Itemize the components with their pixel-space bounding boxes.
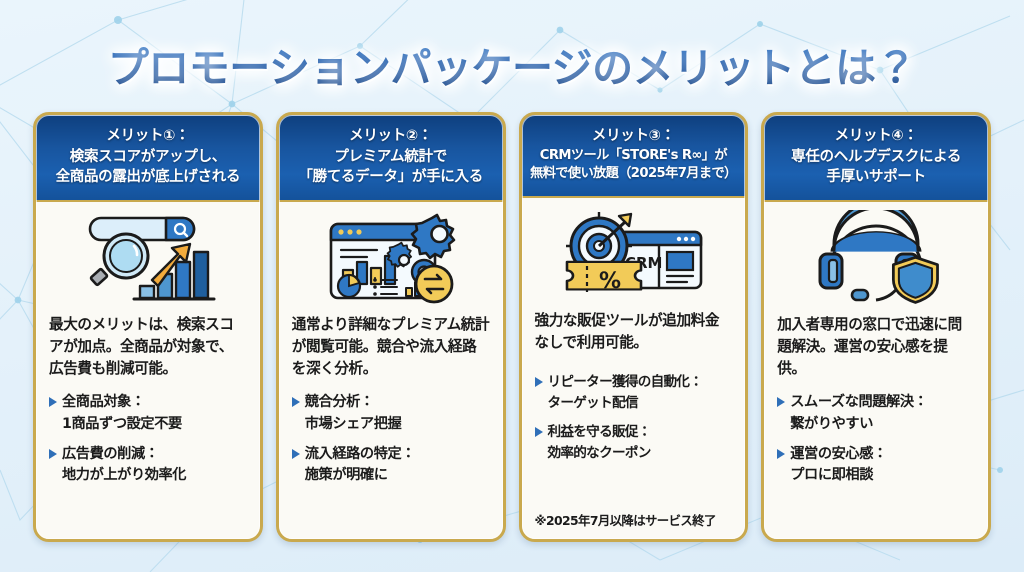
triangle-bullet-icon [534,427,543,438]
list-item: 全商品対象： 1商品ずつ設定不要 [49,392,247,435]
merit-card-1-bullets: 全商品対象： 1商品ずつ設定不要 広告費の削減： 地力が上がり効率化 [49,392,247,495]
merit-card-4-header: メリット④： 専任のヘルプデスクによる 手厚いサポート [764,115,988,202]
bullet-title: 流入経路の特定： [304,445,416,462]
headset-shield-support-icon [764,202,988,310]
svg-text:%: % [599,269,621,294]
list-item: 利益を守る販促： 効率的なクーポン [534,422,733,463]
bullet-detail: プロに即相談 [790,467,873,484]
bullet-detail: 繋がりやすい [790,415,873,432]
merit-card-grid: メリット①： 検索スコアがアップし、 全商品の露出が底上げされる [33,112,991,542]
bullet-content: 運営の安心感： プロに即相談 [790,444,887,487]
merit-card-1-header: メリット①： 検索スコアがアップし、 全商品の露出が底上げされる [36,115,260,202]
list-item: スムーズな問題解決： 繋がりやすい [777,392,975,435]
slide-title-wrapper: プロモーションパッケージのメリットとは？ [0,18,1024,120]
bullet-detail: 効率的なクーポン [547,444,652,461]
bullet-content: 利益を守る販促： 効率的なクーポン [547,422,652,463]
merit-card-3-header-line1: メリット③： [591,128,675,144]
bullet-content: 全商品対象： 1商品ずつ設定不要 [62,392,182,435]
merit-card-3-header-line3: 無料で使い放題（2025年7月まで） [530,166,737,182]
merit-card-1[interactable]: メリット①： 検索スコアがアップし、 全商品の露出が底上げされる [33,112,263,542]
merit-card-4[interactable]: メリット④： 専任のヘルプデスクによる 手厚いサポート [761,112,991,542]
merit-card-3-bullets: リピーター獲得の自動化： ターゲット配信 利益を守る販促： 効率的なクーポン [534,372,733,472]
merit-card-3[interactable]: メリット③： CRMツール「STORE's R∞」が 無料で使い放題（2025年… [518,112,749,542]
merit-card-4-header-line2: 専任のヘルプデスクによる [791,148,962,165]
page-title: プロモーションパッケージのメリットとは？ [107,44,917,93]
merit-card-2[interactable]: メリット②： プレミアム統計で 「勝てるデータ」が手に入る [275,112,506,542]
triangle-bullet-icon [777,397,786,408]
triangle-bullet-icon [49,397,57,408]
merit-card-1-header-line1: メリット①： [106,128,190,144]
list-item: 流入経路の特定： 施策が明確に [291,444,490,487]
merit-card-4-lead: 加入者専用の窓口で迅速に問題解決。運営の安心感を提供。 [777,315,962,378]
triangle-bullet-icon [777,448,786,459]
bullet-title: 広告費の削減： [62,445,159,462]
merit-card-2-bullets: 競合分析： 市場シェア把握 流入経路の特定： 施策が明確に [291,392,490,495]
bullet-detail: 地力が上がり効率化 [62,467,187,484]
list-item: 競合分析： 市場シェア把握 [291,392,490,435]
merit-card-3-header-line2: CRMツール「STORE's R∞」が [539,147,728,163]
merit-card-3-header: メリット③： CRMツール「STORE's R∞」が 無料で使い放題（2025年… [521,115,746,199]
search-ranking-icon [36,202,260,310]
merit-card-1-body: 最大のメリットは、検索スコアが加点。全商品が対象で、広告費も削減可能。 全商品対… [36,310,260,539]
merit-card-1-header-line2: 検索スコアがアップし、 [69,148,227,165]
bullet-title: スムーズな問題解決： [790,394,928,411]
merit-card-1-lead: 最大のメリットは、検索スコアが加点。全商品が対象で、広告費も削減可能。 [49,315,234,378]
merit-card-3-footnote: ※2025年7月以降はサービス終了 [534,513,717,528]
triangle-bullet-icon [291,397,300,408]
triangle-bullet-icon [534,377,543,388]
bullet-content: リピーター獲得の自動化： ターゲット配信 [548,372,703,413]
bullet-title: 運営の安心感： [790,445,887,462]
merit-card-2-header-line2: プレミアム統計で [334,148,447,165]
merit-card-2-lead: 通常より詳細なプレミアム統計が閲覧可能。競合や流入経路を深く分析。 [291,315,490,378]
bullet-title: 利益を守る販促： [547,424,652,441]
list-item: 広告費の削減： 地力が上がり効率化 [49,444,247,487]
bullet-content: 競合分析： 市場シェア把握 [305,392,402,435]
merit-card-4-body: 加入者専用の窓口で迅速に問題解決。運営の安心感を提供。 スムーズな問題解決： 繋… [764,310,988,539]
merit-card-1-header-line3: 全商品の露出が底上げされる [55,169,241,186]
analytics-dashboard-icon [279,202,503,310]
bullet-title: 全商品対象： [62,394,145,411]
bullet-detail: 施策が明確に [304,467,388,484]
bullet-detail: 1商品ずつ設定不要 [62,415,182,432]
triangle-bullet-icon [49,448,57,459]
bullet-title: リピーター獲得の自動化： [547,374,703,391]
bullet-detail: ターゲット配信 [547,394,639,411]
merit-card-4-bullets: スムーズな問題解決： 繋がりやすい 運営の安心感： プロに即相談 [777,392,975,495]
bullet-detail: 市場シェア把握 [304,415,402,432]
bullet-content: 流入経路の特定： 施策が明確に [304,444,416,487]
list-item: 運営の安心感： プロに即相談 [777,444,975,487]
bullet-content: スムーズな問題解決： 繋がりやすい [790,392,928,435]
merit-card-2-header: メリット②： プレミアム統計で 「勝てるデータ」が手に入る [278,115,503,202]
merit-card-2-header-line1: メリット②： [349,128,433,144]
merit-card-2-body: 通常より詳細なプレミアム統計が閲覧可能。競合や流入経路を深く分析。 競合分析： … [279,310,503,539]
merit-card-3-lead: 強力な販促ツールが追加料金なしで利用可能。 [534,312,720,352]
bullet-title: 競合分析： [304,394,374,411]
triangle-bullet-icon [291,448,300,459]
merit-card-4-header-line3: 手厚いサポート [826,169,926,186]
list-item: リピーター獲得の自動化： ターゲット配信 [534,372,733,413]
merit-card-4-header-line1: メリット④： [834,128,918,144]
crm-target-coupon-icon: CRM [522,198,746,306]
bullet-content: 広告費の削減： 地力が上がり効率化 [62,444,186,487]
merit-card-3-body: 強力な販促ツールが追加料金なしで利用可能。 リピーター獲得の自動化： ターゲット… [522,306,746,539]
merit-card-2-header-line3: 「勝てるデータ」が手に入る [298,169,483,186]
